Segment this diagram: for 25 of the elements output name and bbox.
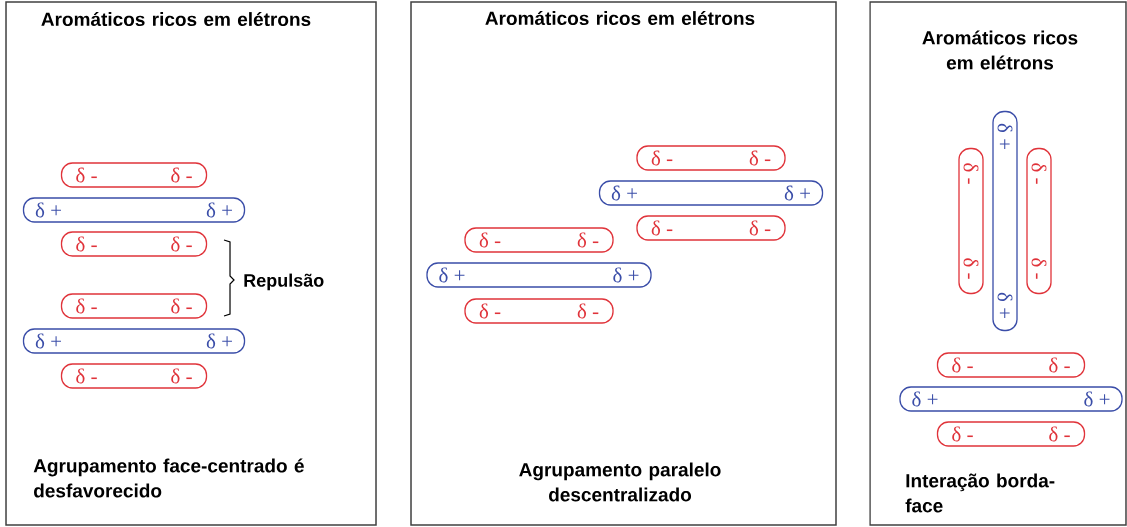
charge-pill: δ - δ - <box>60 363 208 389</box>
charge-pill: δ - δ - <box>636 145 786 171</box>
brace-label: Repulsão <box>244 273 324 291</box>
charge-pill: δ - δ - <box>60 231 208 257</box>
panel-caption: Agrupamento paralelo descentralizado <box>519 462 721 502</box>
charge-pill: δ - δ - <box>60 162 208 188</box>
charge-pill: δ + δ + <box>426 262 652 288</box>
charge-pill: δ - δ - <box>936 352 1086 378</box>
charge-pill: δ - δ - <box>636 215 786 241</box>
charge-pill: δ - δ - <box>936 421 1086 447</box>
charge-pill: δ - δ - <box>60 293 208 319</box>
panel-title: Aromáticos ricos em elétrons <box>922 30 1078 70</box>
charge-pill: δ + δ + <box>598 180 824 206</box>
charge-pill: δ - δ - <box>958 147 984 295</box>
charge-pill: δ - δ - <box>464 298 614 324</box>
panel-title: Aromáticos ricos em elétrons <box>485 10 755 26</box>
charge-pill: δ + δ + <box>899 386 1123 412</box>
panel-title: Aromáticos ricos em elétrons <box>41 11 311 27</box>
charge-pill: δ - δ - <box>464 227 614 253</box>
panel-caption: Interação borda-face <box>905 473 1055 513</box>
charge-pill: δ + δ + <box>992 110 1018 332</box>
charge-pill: δ - δ - <box>1026 147 1052 295</box>
charge-pill: δ + δ + <box>22 328 246 354</box>
panel-caption: Agrupamento face-centrado é desfavorecido <box>33 458 304 498</box>
charge-pill: δ + δ + <box>22 197 246 223</box>
